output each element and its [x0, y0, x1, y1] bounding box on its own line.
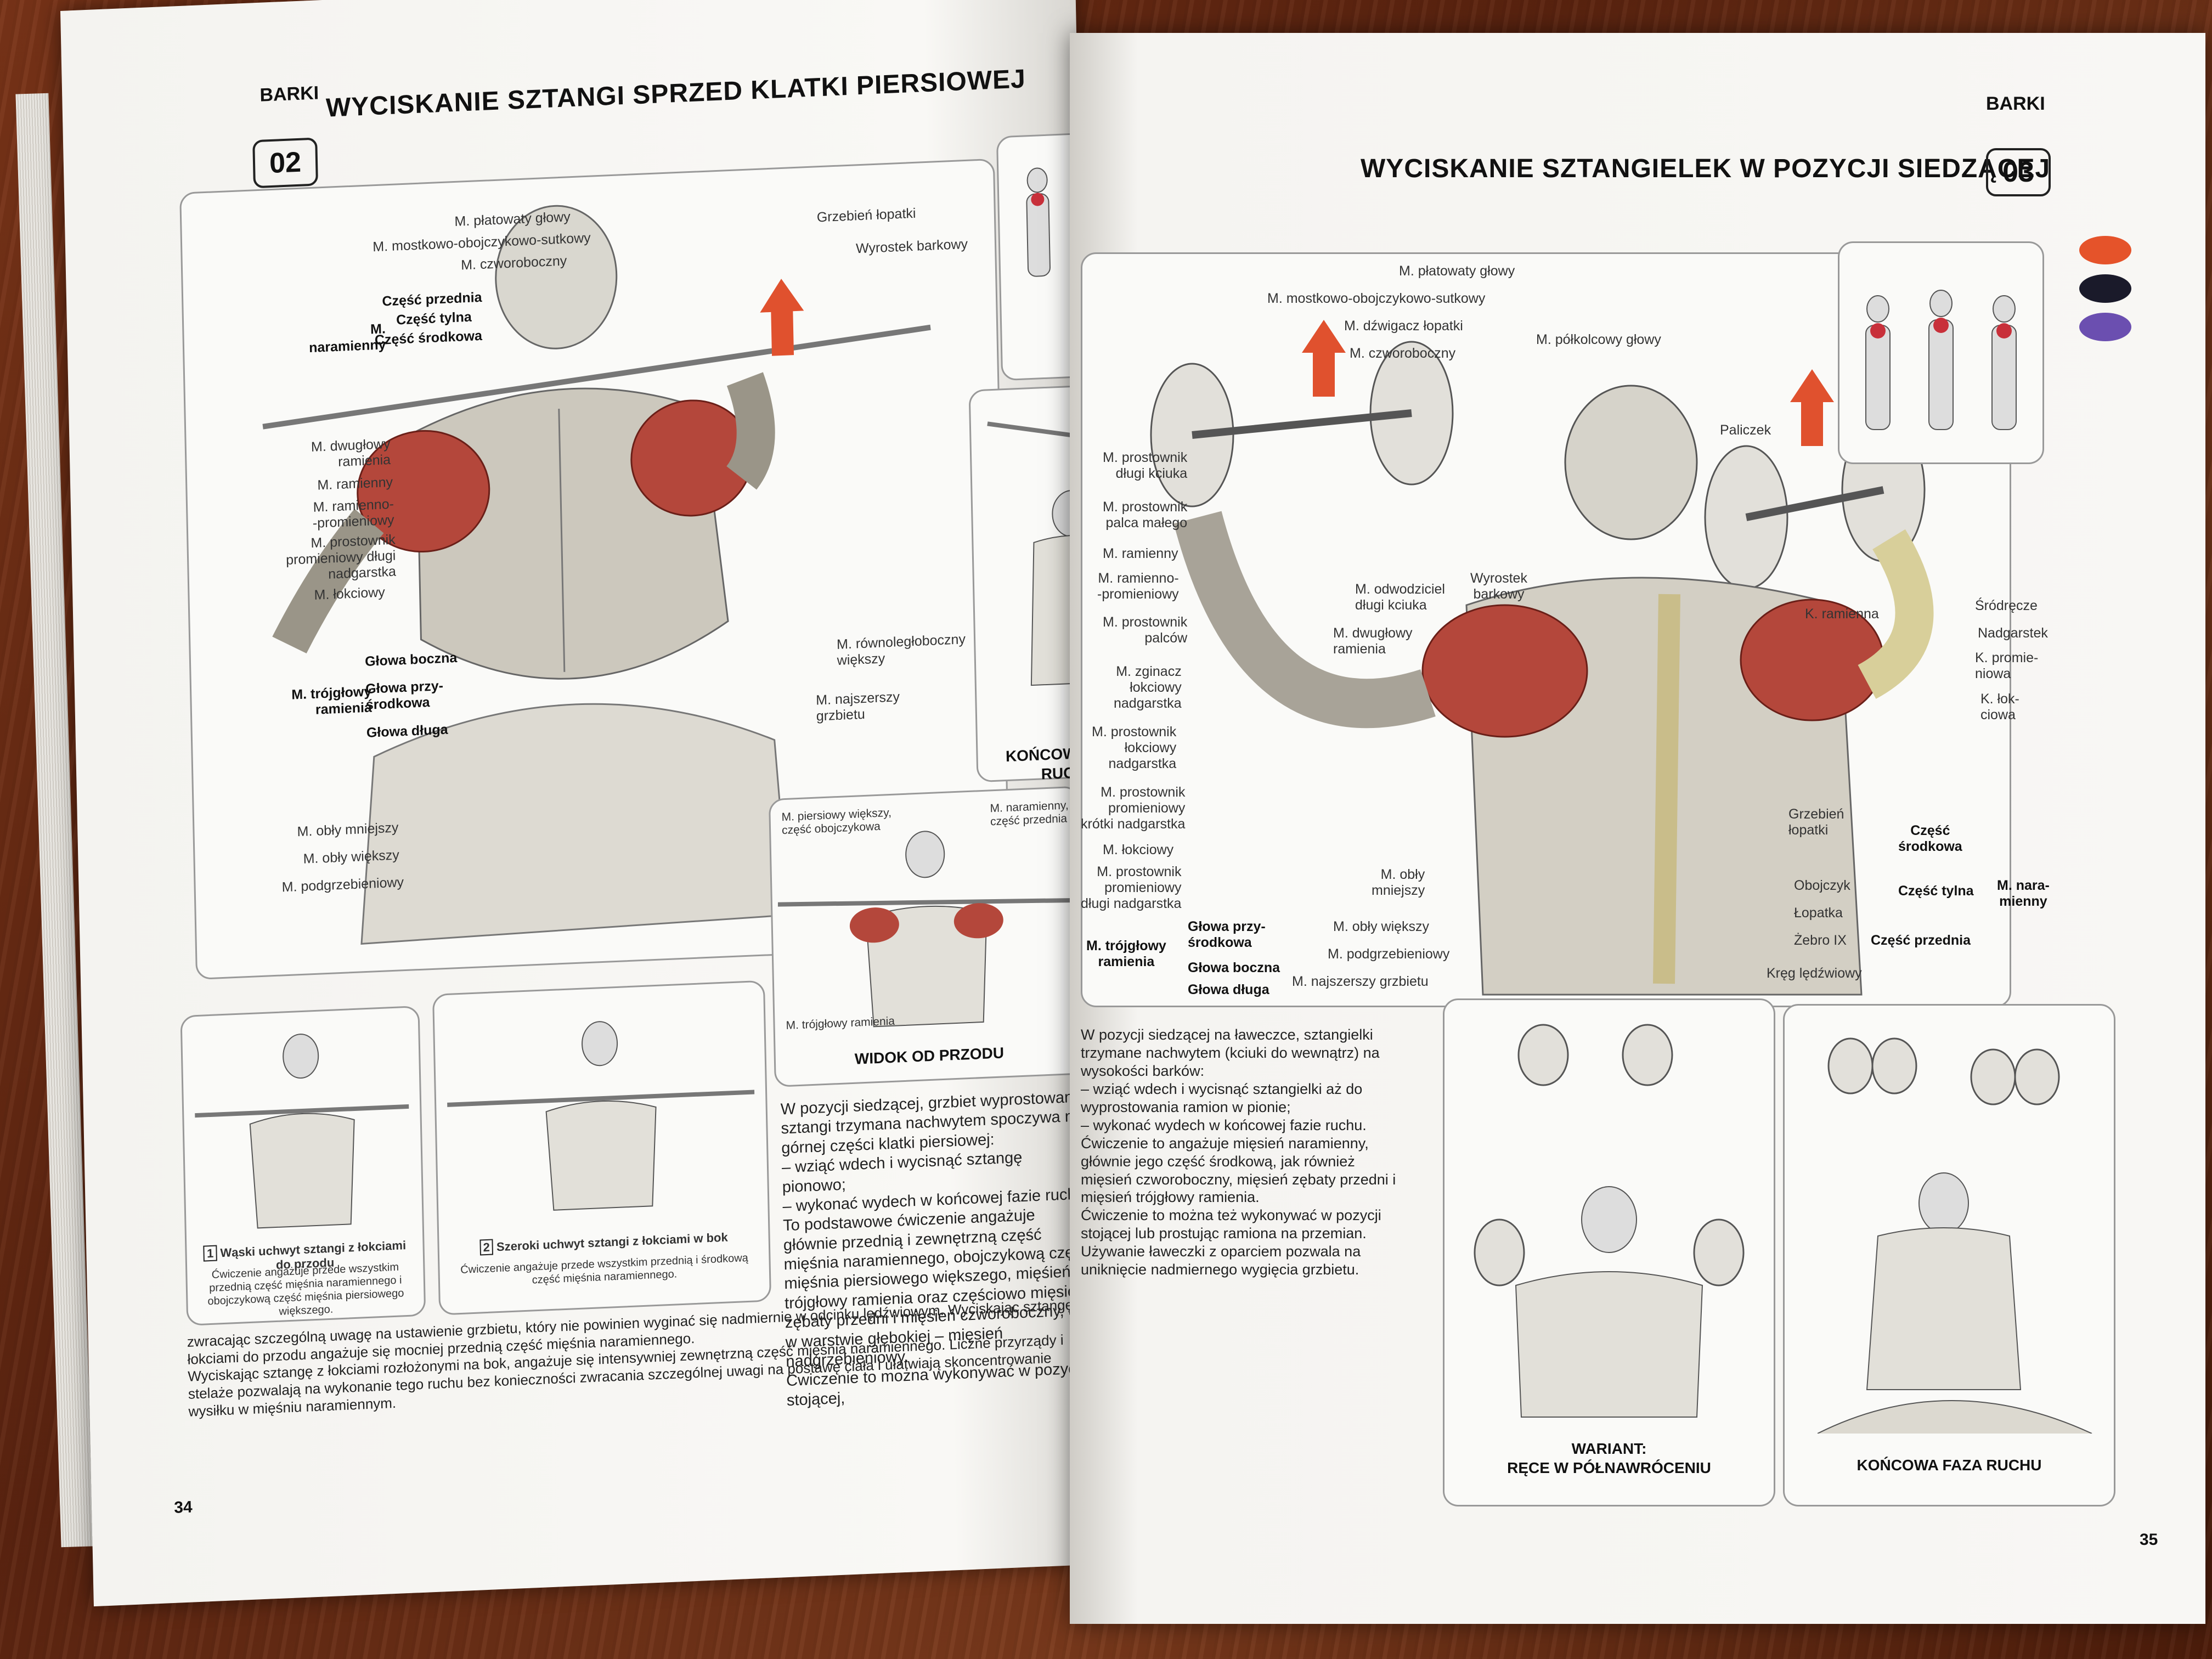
page-number-left: 34 — [173, 1498, 193, 1517]
exercise-number: 03 — [1986, 148, 2051, 196]
exercise-title: WYCISKANIE SZTANGIELEK W POZYCJI SIEDZĄC… — [1361, 154, 2051, 183]
caption-variant: WARIANT: RĘCE W PÓŁNAWRÓCENIU — [1507, 1440, 1711, 1476]
label-wyrostek: Wyrostek barkowy — [1470, 571, 1527, 602]
label-k-lokciowa: K. łok- ciowa — [1980, 691, 2019, 723]
grip1-panel: 1 Wąski uchwyt sztangi z łokciami do prz… — [180, 1005, 426, 1326]
grip2-description: Ćwiczenie angażuje przede wszystkim prze… — [460, 1251, 749, 1286]
dumbbell-anatomy-illustration — [1150, 320, 1934, 996]
label-lokciowy: M. łokciowy — [314, 584, 386, 603]
label-glowa-przysrodkowa: Głowa przy- środkowa — [1188, 919, 1266, 950]
grip2-panel: 2 Szeroki uchwyt sztangi z łokciami w bo… — [432, 980, 772, 1316]
caption-final-phase: KOŃCOWA FAZA RUCHU — [1857, 1457, 2042, 1474]
exercise-title: WYCISKANIE SZTANGI SPRZED KLATKI PIERSIO… — [325, 64, 1026, 123]
variant-panel: WARIANT: RĘCE W PÓŁNAWRÓCENIU — [1443, 998, 1775, 1506]
grip2-title-text: Szeroki uchwyt sztangi z łokciami w bok — [496, 1230, 728, 1254]
label-zginacz: M. zginacz łokciowy nadgarstka — [1114, 664, 1182, 711]
label-obojczyk: Obojczyk — [1794, 878, 1850, 893]
label-dwuglowy: M. dwugłowy ramienia — [1333, 625, 1413, 657]
label-prost-lokciowy: M. prostownik łokciowy nadgarstka — [1092, 724, 1177, 771]
label-mostkowo: M. mostkowo-obojczykowo-sutkowy — [1267, 291, 1486, 306]
label-lokciowy: M. łokciowy — [1103, 842, 1174, 857]
label-trojglowy: M. trójgłowy ramienia — [1086, 938, 1166, 969]
label-czesc-przednia: Część przednia — [1871, 933, 1971, 948]
label-ramienno: M. ramienno- -promieniowy — [312, 496, 394, 531]
label-ramienno: M. ramienno- -promieniowy — [1097, 571, 1179, 602]
label-platowaty: M. płatowaty głowy — [1399, 263, 1515, 279]
label-naramienny: M. naramienny — [308, 321, 386, 356]
label-prost-palca: M. prostownik palca małego — [1103, 499, 1188, 531]
right-body-text: W pozycji siedzącej na ławeczce, sztangi… — [1081, 1026, 1396, 1278]
label-odwodziciel: M. odwodziciel długi kciuka — [1355, 582, 1445, 613]
legend-dot — [2079, 236, 2131, 264]
page-number-right: 35 — [2140, 1531, 2158, 1549]
label-grzebien: Grzebień łopatki — [1788, 806, 1844, 838]
variant-illustration — [1474, 1024, 1745, 1418]
caption-front-view: WIDOK OD PRZODU — [854, 1044, 1005, 1068]
legend-dot — [2079, 313, 2131, 341]
legend-dot — [2079, 274, 2131, 303]
section-label: BARKI — [259, 82, 319, 106]
label-zebro: Żebro IX — [1794, 933, 1847, 948]
label-podgrzebieniowy: M. podgrzebieniowy — [1328, 946, 1450, 962]
grip2-illustration — [447, 1021, 755, 1211]
exercise-number: 02 — [252, 137, 318, 189]
label-czesc-tylna: Część tylna — [1898, 883, 1974, 899]
label-najszerszy: M. najszerszy grzbietu — [1292, 974, 1429, 989]
label-trojglowy: M. trójgłowy ramienia — [291, 684, 373, 718]
grip2-number: 2 — [479, 1239, 494, 1256]
label-najszerszy: M. najszerszy grzbietu — [815, 689, 900, 724]
label-ramienny: M. ramienny — [317, 474, 393, 493]
grip2-title: 2 Szeroki uchwyt sztangi z łokciami w bo… — [450, 1229, 757, 1256]
label-prost-palcow: M. prostownik palców — [1103, 614, 1188, 646]
label-czesc-srodkowa: Część środkowa — [1898, 823, 1962, 854]
label-k-ramienna: K. ramienna — [1805, 606, 1879, 622]
label-lopatka: Łopatka — [1794, 905, 1843, 921]
muscle-map-panel — [1838, 241, 2044, 464]
back-anatomy-illustration — [262, 205, 931, 945]
label-srodrecze: Śródręcze — [1975, 598, 2038, 613]
label-rownoleglo: M. równoległoboczny większy — [836, 631, 966, 668]
final-phase-panel: KOŃCOWA FAZA RUCHU — [1783, 1004, 2115, 1506]
label-glowa-dluga: Głowa długa — [1188, 982, 1269, 997]
section-label: BARKI — [1986, 93, 2045, 114]
label-prost-dlugi: M. prostownik długi kciuka — [1103, 450, 1188, 481]
label-czesc-tylna: Część tylna — [396, 309, 472, 328]
front-view-panel: M. piersiowy większy, część obojczykowa … — [768, 786, 1085, 1087]
grip1-number: 1 — [203, 1245, 217, 1262]
label-prostownik: M. prostownik promieniowy długi nadgarst… — [285, 532, 397, 582]
label-glowa-przysrodkowa: Głowa przy- środkowa — [365, 678, 444, 713]
grip1-description: Ćwiczenie angażuje przede wszystkim prze… — [207, 1261, 404, 1318]
label-glowa-boczna: Głowa boczna — [1188, 960, 1280, 975]
label-kreg: Kręg lędźwiowy — [1767, 966, 1862, 981]
label-prost-krotki: M. prostownik promieniowy krótki nadgars… — [1081, 785, 1186, 832]
main-illustration-panel — [179, 158, 1011, 980]
label-prost-prom-dlugi: M. prostownik promieniowy długi nadgarst… — [1081, 864, 1182, 911]
right-page: BARKI WYCISKANIE SZTANGIELEK W POZYCJI S… — [1070, 33, 2205, 1624]
label-ramienny: M. ramienny — [1103, 546, 1178, 561]
label-nar-przednia: M. naramienny, część przednia — [990, 799, 1069, 828]
label-polkolcowy: M. półkolcowy głowy — [1536, 332, 1661, 347]
grip1-illustration — [195, 1034, 409, 1229]
label-piersiowy: M. piersiowy większy, część obojczykowa — [781, 806, 892, 837]
label-naramienny: M. nara- mienny — [1997, 878, 2050, 909]
label-k-promieniowa: K. promie- niowa — [1975, 650, 2039, 681]
label-dwuglowy: M. dwugłowy ramienia — [311, 436, 391, 470]
label-obly-mniejszy: M. obły mniejszy — [1372, 867, 1425, 898]
final-phase-illustration — [1817, 1037, 2092, 1434]
label-dzwigacz: M. dźwigacz łopatki — [1344, 318, 1463, 334]
muscle-map-figures — [1865, 290, 2017, 430]
left-page: BARKI 02 WYCISKANIE SZTANGI SPRZED KLATK… — [60, 0, 1109, 1607]
label-obly-wiekszy: M. obły większy — [1333, 919, 1430, 934]
front-view-illustration — [777, 831, 1075, 1028]
label-paliczek: Paliczek — [1720, 422, 1771, 438]
label-nadgarstek: Nadgarstek — [1978, 625, 2048, 641]
label-czworoboczny: M. czworoboczny — [1350, 346, 1456, 361]
